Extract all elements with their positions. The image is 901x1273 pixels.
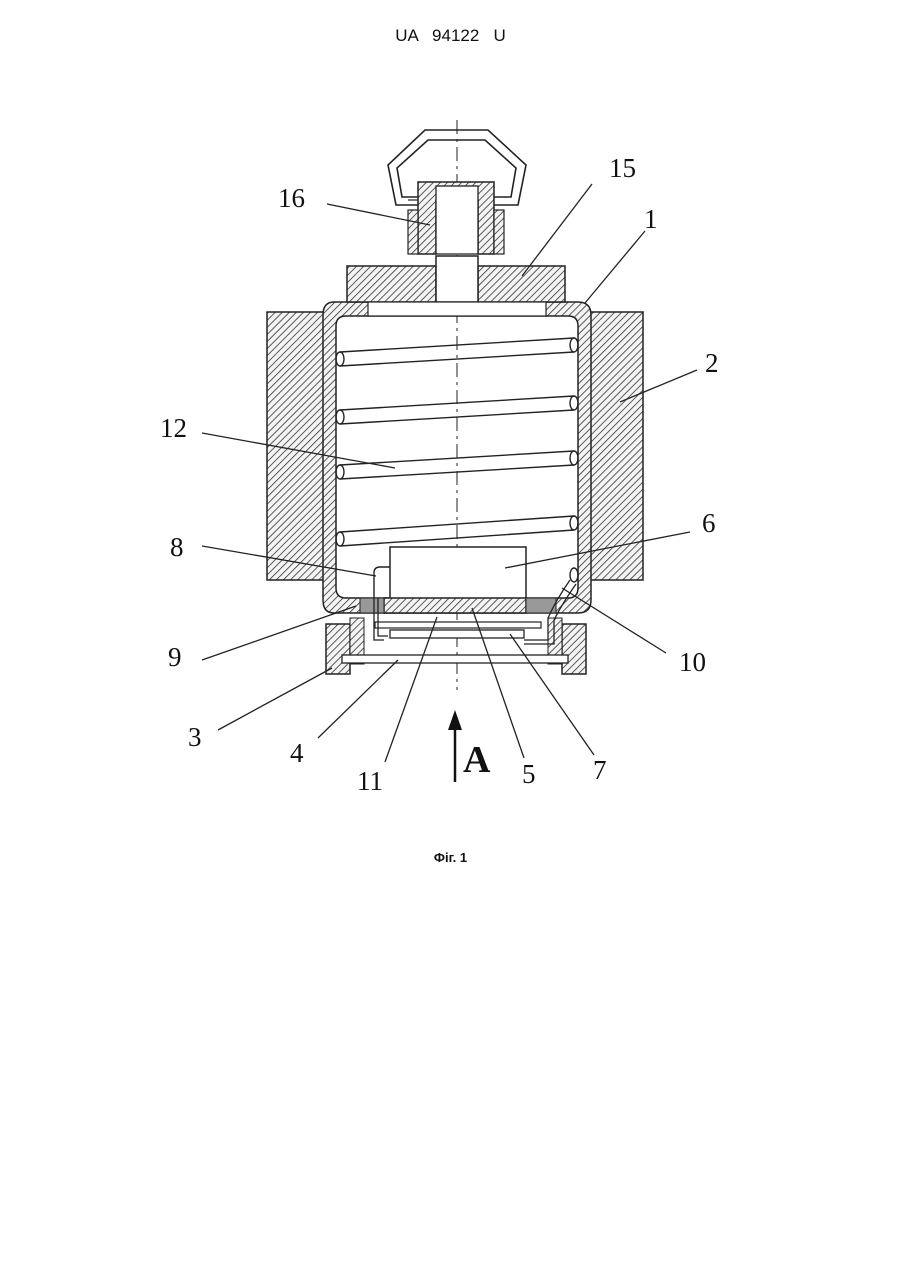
outer-jacket-right xyxy=(587,312,643,580)
view-arrow-label: А xyxy=(463,739,491,781)
top-cap-bore xyxy=(436,256,478,302)
label-3: 3 xyxy=(188,722,202,752)
valve-nut-right xyxy=(494,210,504,254)
inner-plate xyxy=(368,302,546,316)
plate-7 xyxy=(390,630,524,638)
seal-left xyxy=(360,598,384,613)
bracket-8 xyxy=(374,567,390,598)
plate-4 xyxy=(342,655,568,663)
base-plate xyxy=(384,598,526,613)
figure-caption: Фіг. 1 xyxy=(0,850,901,865)
view-arrow-head xyxy=(448,710,462,730)
label-6: 6 xyxy=(702,508,716,538)
plate-11 xyxy=(375,622,541,628)
valve-stem xyxy=(436,186,478,254)
label-12: 12 xyxy=(160,413,187,443)
label-1: 1 xyxy=(644,204,658,234)
label-9: 9 xyxy=(168,642,182,672)
label-10: 10 xyxy=(679,647,706,677)
label-5: 5 xyxy=(522,759,536,789)
label-16: 16 xyxy=(278,183,305,213)
label-15: 15 xyxy=(609,153,636,183)
label-7: 7 xyxy=(593,755,607,785)
label-4: 4 xyxy=(290,738,304,768)
label-8: 8 xyxy=(170,532,184,562)
label-11: 11 xyxy=(357,766,383,796)
sensor-block xyxy=(390,547,526,599)
valve-nut xyxy=(408,210,418,254)
label-2: 2 xyxy=(705,348,719,378)
